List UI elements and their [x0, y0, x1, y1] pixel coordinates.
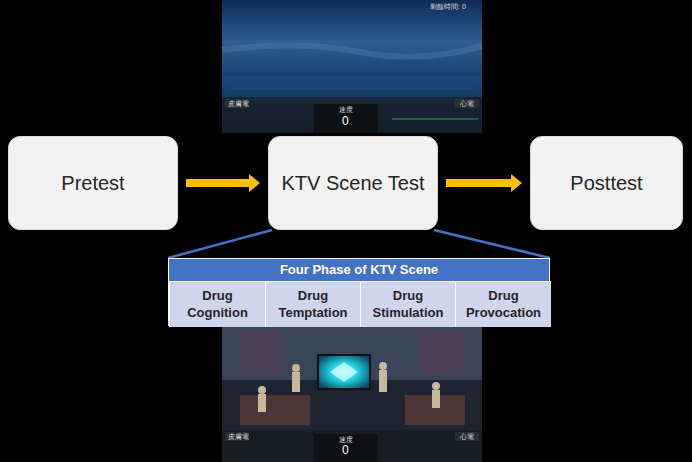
phase-cell: Drug Temptation	[265, 281, 360, 327]
hud-label: 心電	[460, 433, 474, 440]
node-label: KTV Scene Test	[281, 172, 424, 195]
hud-label: 速度	[339, 436, 353, 443]
node-label: Drug Temptation	[272, 288, 355, 321]
node-label: Pretest	[61, 172, 124, 195]
ktv-screenshot	[222, 325, 482, 462]
connector	[186, 174, 260, 192]
phase-table: Four Phase of KTV SceneDrug Cognition Dru…	[168, 258, 550, 326]
arrow-head	[249, 174, 260, 192]
node-label: Drug Stimulation	[367, 288, 450, 321]
connector	[446, 174, 522, 192]
phase-cell: Drug Cognition	[169, 281, 265, 327]
hud-label: 心電	[460, 100, 474, 107]
phase-cell: Drug Provocation	[455, 281, 551, 327]
process-box: Pretest	[8, 136, 178, 230]
hud-number: 0	[342, 115, 349, 127]
node-label: Posttest	[570, 172, 642, 195]
node-label: Drug Provocation	[462, 288, 546, 321]
hud-label: 皮膚電	[228, 433, 249, 440]
connector	[168, 230, 550, 258]
node-label: Drug Cognition	[176, 288, 260, 321]
table-heading: Four Phase of KTV Scene	[280, 262, 438, 277]
hud-label: 速度	[339, 106, 353, 113]
ocean-screenshot	[222, 0, 482, 133]
arrow-head	[511, 174, 522, 192]
hud-label: 剩餘時間: 0	[430, 3, 466, 10]
process-box: KTV Scene Test	[268, 136, 438, 230]
hud-label: 皮膚電	[228, 100, 249, 107]
process-box: Posttest	[530, 136, 683, 230]
phase-cell: Drug Stimulation	[360, 281, 455, 327]
hud-number: 0	[342, 444, 349, 456]
